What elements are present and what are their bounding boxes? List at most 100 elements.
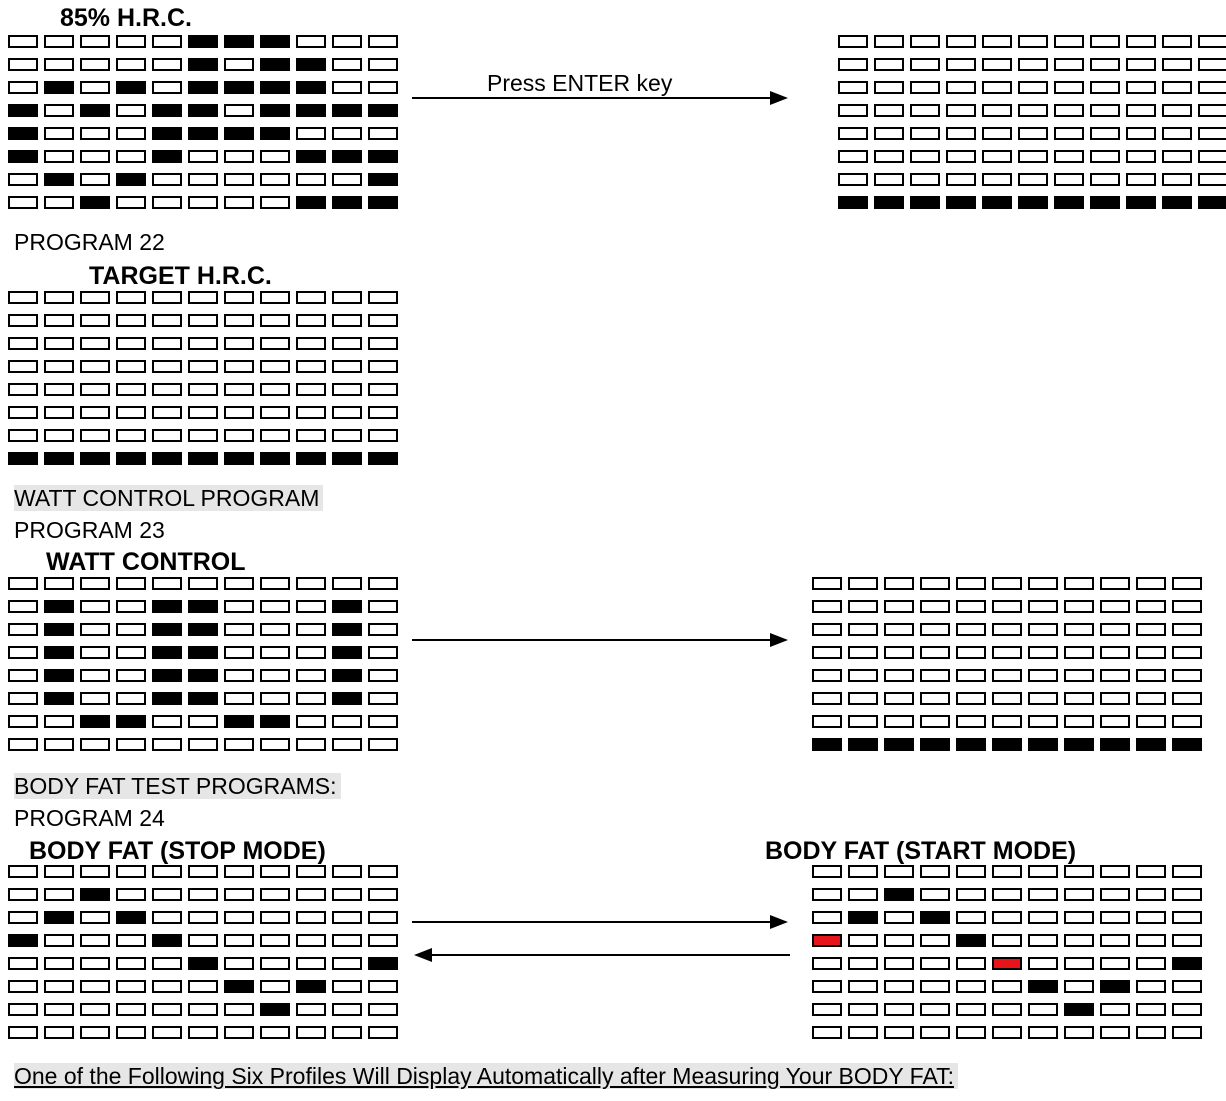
matrix-cell-r1-c10	[1162, 35, 1192, 48]
matrix-cell-r3-c2	[848, 623, 878, 636]
matrix-cell-r1-c10	[1136, 865, 1166, 878]
matrix-cell-r5-c7	[224, 383, 254, 396]
watt-control-program-text: WATT CONTROL PROGRAM	[14, 485, 324, 511]
matrix-cell-r7-c3	[80, 429, 110, 442]
watt-control-program-heading: WATT CONTROL PROGRAM	[14, 484, 324, 512]
matrix-cell-r3-c9	[296, 911, 326, 924]
matrix-cell-r7-c9	[1100, 715, 1130, 728]
matrix-cell-r4-c5	[982, 104, 1012, 117]
matrix-cell-r7-c4	[920, 715, 950, 728]
matrix-cell-r5-c10	[332, 669, 362, 682]
matrix-cell-r3-c3	[884, 623, 914, 636]
matrix-cell-r4-c2	[874, 104, 904, 117]
matrix-cell-r1-c11	[1172, 865, 1202, 878]
matrix-cell-r1-c1	[8, 865, 38, 878]
matrix-cell-r8-c2	[44, 452, 74, 465]
matrix-cell-r1-c6	[992, 577, 1022, 590]
matrix-cell-r4-c1	[838, 104, 868, 117]
matrix-cell-r4-c7	[224, 646, 254, 659]
matrix-cell-r7-c8	[260, 173, 290, 186]
matrix-cell-r5-c3	[80, 127, 110, 140]
matrix-cell-r4-c7	[1028, 646, 1058, 659]
matrix-cell-r7-c8	[1090, 173, 1120, 186]
matrix-cell-r3-c5	[956, 911, 986, 924]
matrix-cell-r4-c3	[884, 934, 914, 947]
matrix-cell-r1-c10	[1136, 577, 1166, 590]
matrix-cell-r1-c3	[80, 865, 110, 878]
matrix-cell-r6-c6	[188, 150, 218, 163]
matrix-cell-r4-c5	[152, 646, 182, 659]
matrix-cell-r3-c3	[884, 911, 914, 924]
matrix-cell-r7-c4	[116, 1003, 146, 1016]
matrix-cell-r4-c11	[1172, 646, 1202, 659]
grid-85-hrc	[8, 28, 404, 212]
arrow-body-fat-forward	[412, 915, 788, 929]
matrix-cell-r5-c7	[1028, 957, 1058, 970]
matrix-cell-r7-c7	[224, 715, 254, 728]
matrix-cell-r7-c11	[368, 173, 398, 186]
matrix-cell-r2-c10	[332, 888, 362, 901]
matrix-cell-r8-c3	[80, 196, 110, 209]
matrix-cell-r7-c11	[1172, 1003, 1202, 1016]
matrix-cell-r8-c5	[956, 738, 986, 751]
matrix-cell-r8-c6	[188, 196, 218, 209]
matrix-cell-r1-c1	[8, 577, 38, 590]
matrix-cell-r4-c2	[44, 104, 74, 117]
matrix-cell-r1-c3	[80, 35, 110, 48]
matrix-cell-r3-c11	[368, 81, 398, 94]
matrix-cell-r3-c7	[224, 623, 254, 636]
matrix-cell-r1-c9	[296, 291, 326, 304]
matrix-cell-r6-c10	[332, 692, 362, 705]
matrix-cell-r3-c3	[910, 81, 940, 94]
matrix-cell-r7-c7	[224, 173, 254, 186]
matrix-cell-r8-c8	[1064, 1026, 1094, 1039]
grid-watt-control-after	[812, 570, 1208, 754]
matrix-cell-r5-c6	[188, 957, 218, 970]
matrix-cell-r6-c4	[116, 692, 146, 705]
matrix-cell-r6-c7	[224, 150, 254, 163]
matrix-cell-r6-c9	[1100, 980, 1130, 993]
matrix-cell-r7-c5	[152, 1003, 182, 1016]
matrix-cell-r5-c11	[1198, 127, 1226, 140]
matrix-cell-r5-c11	[1172, 957, 1202, 970]
matrix-cell-r4-c6	[992, 646, 1022, 659]
matrix-cell-r8-c9	[1100, 738, 1130, 751]
matrix-cell-r5-c7	[224, 669, 254, 682]
matrix-cell-r8-c8	[260, 452, 290, 465]
matrix-cell-r2-c3	[80, 58, 110, 71]
matrix-cell-r3-c2	[44, 911, 74, 924]
matrix-cell-r4-c3	[80, 646, 110, 659]
matrix-cell-r6-c2	[44, 406, 74, 419]
matrix-cell-r3-c9	[296, 623, 326, 636]
matrix-cell-r5-c2	[44, 383, 74, 396]
matrix-cell-r8-c1	[8, 738, 38, 751]
matrix-cell-r4-c5	[152, 104, 182, 117]
matrix-cell-r6-c5	[152, 980, 182, 993]
matrix-cell-r2-c8	[260, 314, 290, 327]
matrix-cell-r7-c3	[80, 1003, 110, 1016]
matrix-cell-r8-c3	[884, 1026, 914, 1039]
matrix-cell-r1-c9	[296, 865, 326, 878]
matrix-cell-r6-c7	[1054, 150, 1084, 163]
matrix-cell-r7-c1	[8, 1003, 38, 1016]
matrix-cell-r2-c3	[80, 600, 110, 613]
matrix-cell-r4-c4	[116, 646, 146, 659]
matrix-cell-r8-c8	[1090, 196, 1120, 209]
matrix-cell-r8-c5	[152, 1026, 182, 1039]
matrix-cell-r3-c6	[992, 911, 1022, 924]
matrix-cell-r6-c4	[116, 980, 146, 993]
title-target-hrc: TARGET H.R.C.	[89, 262, 272, 290]
matrix-cell-r8-c5	[152, 452, 182, 465]
matrix-cell-r5-c2	[874, 127, 904, 140]
matrix-cell-r2-c11	[1198, 58, 1226, 71]
matrix-cell-r6-c9	[1126, 150, 1156, 163]
matrix-cell-r6-c10	[332, 406, 362, 419]
matrix-cell-r2-c11	[368, 888, 398, 901]
matrix-cell-r2-c8	[1064, 888, 1094, 901]
matrix-cell-r3-c10	[1136, 911, 1166, 924]
matrix-cell-r7-c3	[910, 173, 940, 186]
matrix-cell-r4-c1	[8, 360, 38, 373]
matrix-cell-r1-c8	[260, 35, 290, 48]
matrix-cell-r7-c2	[848, 715, 878, 728]
matrix-cell-r5-c5	[152, 127, 182, 140]
